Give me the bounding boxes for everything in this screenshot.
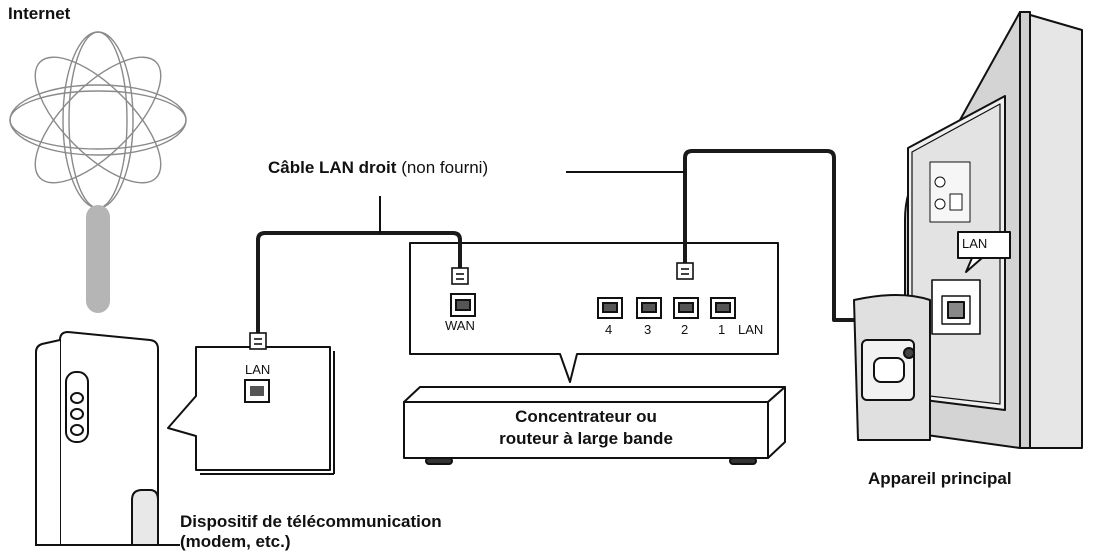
- cable-label-bold: Câble LAN droit: [268, 158, 397, 177]
- cable-label: Câble LAN droit (non fourni): [268, 158, 488, 178]
- modem-name-line1: Dispositif de télécommunication: [180, 512, 442, 531]
- router-port-1-label: 1: [718, 322, 726, 337]
- router-wan-label: WAN: [445, 318, 475, 333]
- lan-cables: [256, 149, 870, 335]
- router-name-label: Concentrateur ou routeur à large bande: [404, 406, 768, 450]
- router-name-line1: Concentrateur ou: [515, 407, 657, 426]
- main-unit-label: Appareil principal: [868, 469, 1012, 488]
- router-ports: [450, 293, 736, 319]
- internet-label: Internet: [8, 4, 71, 23]
- modem-lan-label: LAN: [245, 362, 271, 377]
- lan-port-icon: [244, 379, 270, 403]
- power-socket-icon: [903, 347, 915, 359]
- globe-icon: [9, 31, 187, 209]
- cable-label-rest: (non fourni): [401, 158, 489, 177]
- device-lan-label: LAN: [962, 236, 988, 251]
- main-unit: [853, 11, 1083, 449]
- router-port-3-label: 3: [644, 322, 652, 337]
- router-port-2-label: 2: [681, 322, 689, 337]
- router-lan-label: LAN: [738, 322, 764, 337]
- internet-link-pole: [86, 205, 110, 313]
- modem-callout: [167, 346, 335, 475]
- router-name-line2: routeur à large bande: [499, 429, 673, 448]
- modem-name-label: Dispositif de télécommunication (modem, …: [180, 512, 442, 552]
- modem-device: [35, 330, 180, 546]
- modem-name-line2: (modem, etc.): [180, 532, 291, 551]
- router-box: [403, 386, 786, 465]
- router-port-4-label: 4: [605, 322, 613, 337]
